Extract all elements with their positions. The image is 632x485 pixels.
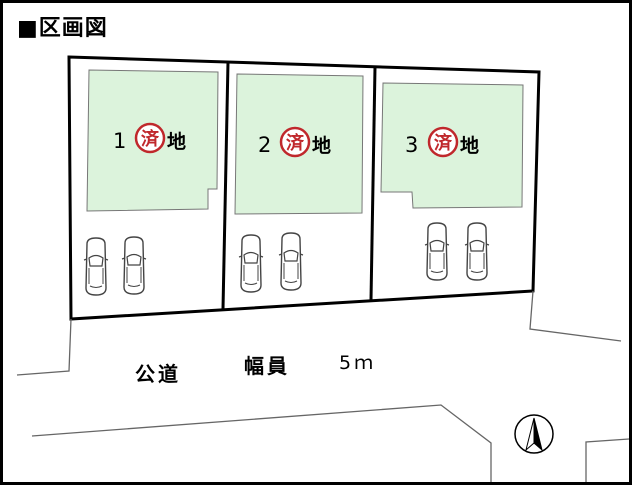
car-icon — [278, 232, 304, 291]
sold-stamp-text: 済 — [141, 128, 160, 150]
road-width-label: 幅員 — [244, 354, 290, 378]
sold-stamp — [279, 126, 311, 158]
road-edge-right — [529, 290, 622, 342]
road-edge-corner — [585, 438, 629, 482]
road-edge-bottom — [31, 404, 492, 482]
car-icon — [238, 234, 264, 293]
lot-1-label: 1 済 地 — [113, 122, 186, 154]
sold-stamp-text: 済 — [286, 132, 305, 154]
lot-suffix: 地 — [167, 130, 186, 153]
sold-stamp-text: 済 — [434, 132, 453, 154]
car-icon — [464, 222, 490, 281]
lot-2-label: 2 済 地 — [258, 126, 331, 158]
car-icon — [424, 222, 450, 281]
lot-number: 1 — [113, 129, 126, 153]
page-title: ■区画図 — [17, 16, 108, 41]
sold-stamp — [134, 122, 166, 154]
north-arrow-icon — [514, 414, 554, 454]
lot-number: 3 — [405, 133, 418, 157]
lot-suffix: 地 — [460, 134, 479, 157]
road-width-value: 5ｍ — [339, 352, 376, 374]
lot-suffix: 地 — [312, 134, 331, 157]
sold-stamp — [427, 126, 459, 158]
car-icon — [83, 237, 109, 296]
road-label: 公道 — [135, 362, 181, 386]
plot-diagram: 1 済 地 2 済 地 3 済 地 公道 幅員 5ｍ — [16, 55, 629, 482]
road-edge-left — [16, 318, 72, 376]
lot-divider-1-2 — [221, 61, 230, 310]
lot-divider-2-3 — [369, 66, 377, 301]
lot-number: 2 — [258, 133, 271, 157]
car-icon — [121, 236, 147, 295]
lot-3-label: 3 済 地 — [405, 126, 479, 158]
